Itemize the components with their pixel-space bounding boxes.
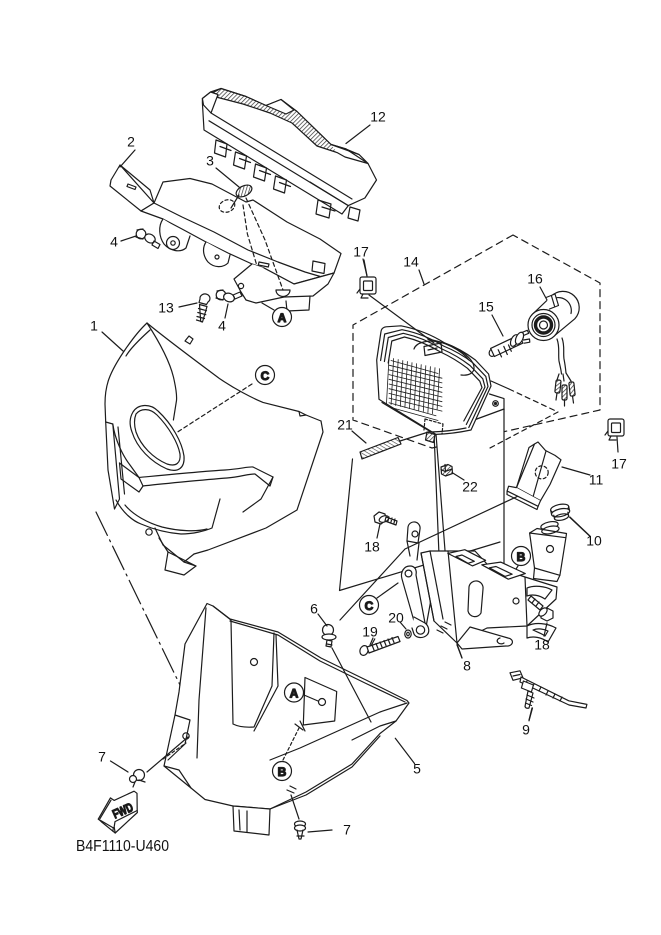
- svg-text:22: 22: [462, 479, 478, 495]
- svg-text:14: 14: [403, 254, 419, 270]
- svg-text:18: 18: [364, 539, 380, 555]
- svg-text:B: B: [278, 765, 287, 779]
- svg-text:10: 10: [586, 533, 602, 549]
- svg-text:7: 7: [343, 822, 351, 838]
- svg-text:19: 19: [362, 624, 378, 640]
- svg-text:4: 4: [218, 318, 226, 334]
- svg-text:21: 21: [337, 417, 353, 433]
- svg-text:1: 1: [90, 318, 98, 334]
- svg-text:B4F1110-U460: B4F1110-U460: [76, 838, 169, 855]
- svg-text:B: B: [517, 550, 526, 564]
- svg-text:17: 17: [353, 244, 369, 260]
- svg-text:C: C: [261, 369, 270, 383]
- svg-text:7: 7: [98, 749, 106, 765]
- svg-text:17: 17: [611, 456, 627, 472]
- svg-text:16: 16: [527, 271, 543, 287]
- svg-text:6: 6: [310, 601, 318, 617]
- svg-text:5: 5: [413, 761, 421, 777]
- svg-text:4: 4: [110, 234, 118, 250]
- svg-text:18: 18: [534, 637, 550, 653]
- svg-text:11: 11: [589, 472, 604, 488]
- svg-text:A: A: [290, 687, 299, 701]
- svg-text:3: 3: [206, 153, 214, 169]
- svg-text:2: 2: [127, 134, 135, 150]
- svg-text:15: 15: [478, 299, 494, 315]
- svg-text:9: 9: [522, 722, 530, 738]
- svg-text:A: A: [278, 311, 287, 325]
- svg-text:C: C: [365, 599, 374, 613]
- svg-text:20: 20: [388, 610, 404, 626]
- svg-text:13: 13: [158, 300, 174, 316]
- svg-text:12: 12: [370, 109, 386, 125]
- svg-text:8: 8: [463, 658, 471, 674]
